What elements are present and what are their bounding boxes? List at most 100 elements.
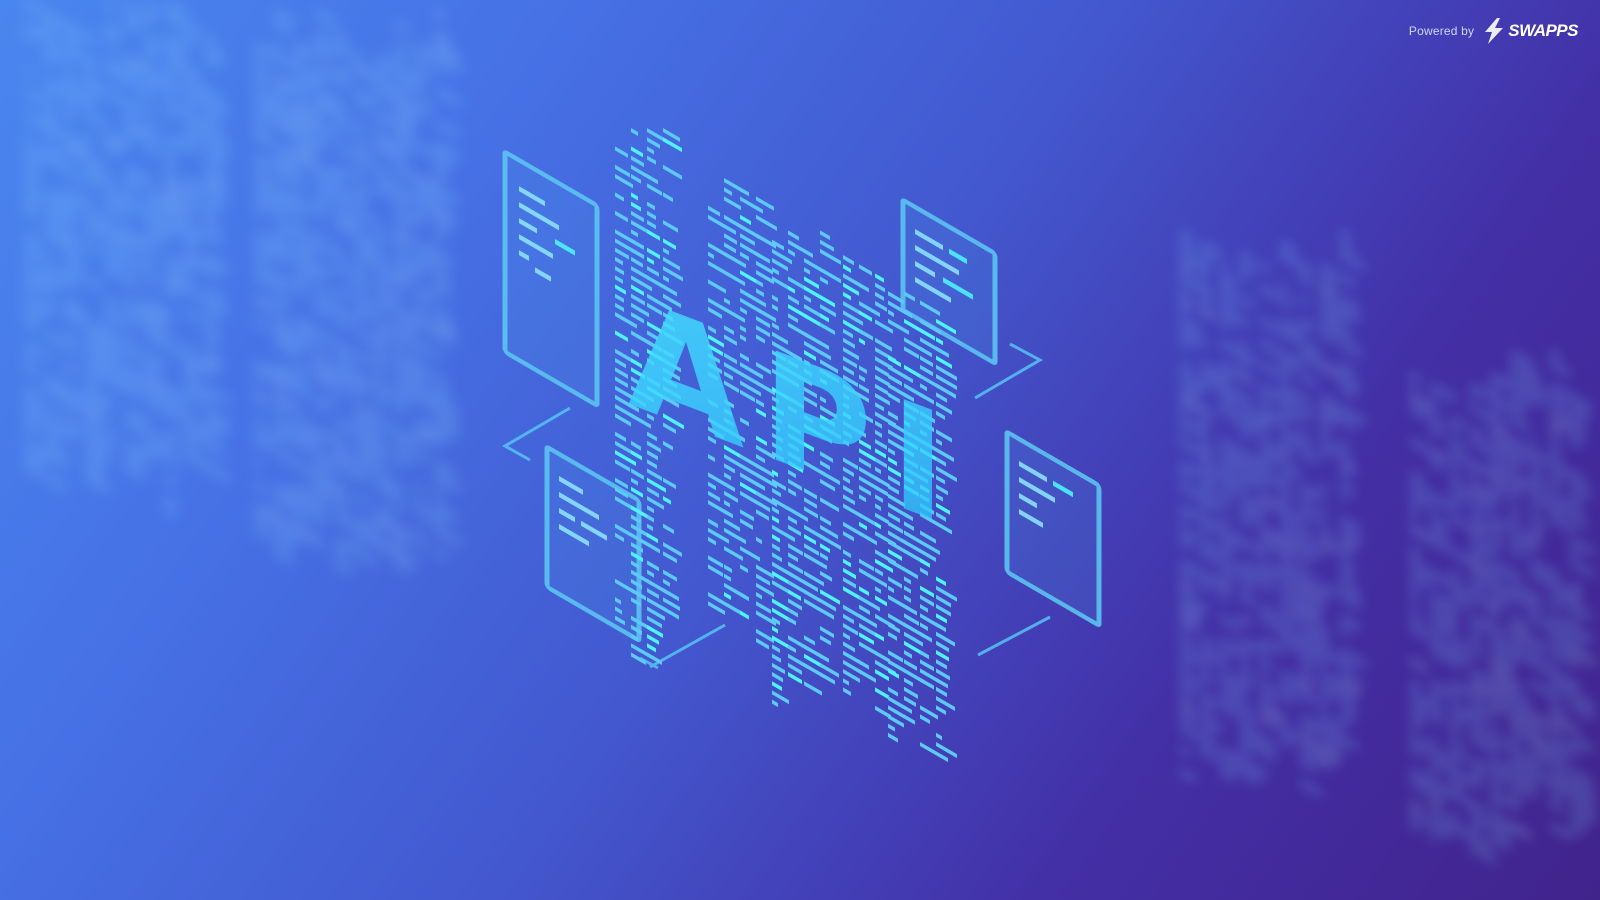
- code-dash: [859, 641, 877, 656]
- code-dash: [920, 548, 936, 563]
- code-dash: [772, 488, 781, 498]
- code-dash: [295, 219, 306, 230]
- code-dash: [615, 238, 636, 255]
- code-dash: [335, 362, 361, 382]
- code-dash: [772, 414, 782, 425]
- code-dash: [415, 54, 428, 66]
- code-dash: [772, 690, 789, 705]
- code-dash: [663, 440, 673, 451]
- code-dash: [1240, 658, 1249, 669]
- code-dash: [1240, 361, 1247, 371]
- code-dash: [25, 243, 49, 261]
- code-dash: [275, 196, 299, 215]
- code-dash: [859, 328, 873, 341]
- document-panel-top-right: [900, 198, 998, 365]
- code-dash: [395, 131, 414, 146]
- code-dash: [631, 376, 639, 386]
- code-dash: [165, 265, 189, 283]
- code-dash: [1490, 481, 1508, 497]
- code-dash: [1240, 273, 1246, 282]
- code-dash: [185, 176, 204, 192]
- code-dash: [1280, 504, 1298, 520]
- code-dash: [275, 395, 295, 411]
- code-dash: [45, 22, 56, 34]
- code-dash: [1300, 680, 1313, 693]
- code-dash: [275, 317, 289, 331]
- code-dash: [275, 285, 283, 294]
- code-dash: [647, 376, 660, 388]
- code-dash: [125, 67, 139, 80]
- code-dash: [415, 340, 433, 355]
- code-dash: [105, 177, 116, 188]
- code-dash: [647, 210, 656, 220]
- code-dash: [315, 284, 329, 298]
- powered-by-badge[interactable]: Powered by SWAPPS: [1409, 16, 1578, 46]
- code-dash: [904, 364, 921, 379]
- code-dash: [1510, 448, 1528, 464]
- code-dash: [1470, 668, 1488, 684]
- code-dash: [615, 247, 629, 260]
- code-dash: [788, 506, 808, 522]
- code-dash: [375, 119, 383, 129]
- code-dash: [904, 548, 925, 565]
- code-dash: [45, 232, 68, 250]
- code-dash: [255, 186, 279, 204]
- code-dash: [647, 127, 667, 144]
- code-dash: [1240, 725, 1265, 744]
- brand-logo[interactable]: SWAPPS: [1482, 17, 1578, 45]
- code-dash: [772, 662, 785, 675]
- code-dash: [820, 543, 830, 553]
- code-dash: [1180, 604, 1201, 621]
- code-dash: [375, 329, 391, 343]
- code-dash: [1530, 735, 1556, 755]
- code-dash: [435, 372, 446, 384]
- code-dash: [1280, 515, 1299, 531]
- code-dash: [1570, 658, 1579, 668]
- code-dash: [335, 505, 348, 517]
- code-dash: [843, 586, 860, 601]
- code-dash: [435, 417, 460, 436]
- code-dash: [1430, 702, 1443, 714]
- code-dash: [1240, 372, 1252, 384]
- code-dash: [920, 355, 933, 368]
- code-dash: [859, 301, 880, 318]
- code-dash: [756, 334, 765, 344]
- code-dash: [1490, 680, 1514, 698]
- code-dash: [275, 241, 298, 259]
- code-dash: [724, 251, 741, 266]
- code-dash: [375, 131, 394, 146]
- code-dash: [1320, 307, 1341, 324]
- code-dash: [1410, 691, 1436, 711]
- code-dash: [1410, 482, 1431, 499]
- code-dash: [165, 133, 185, 149]
- code-dash: [415, 351, 421, 359]
- code-dash: [435, 164, 449, 177]
- code-dash: [708, 472, 724, 486]
- code-dash: [663, 293, 681, 308]
- code-dash: [843, 484, 853, 495]
- code-dash: [920, 622, 928, 632]
- code-dash: [1320, 681, 1346, 701]
- code-dash: [888, 512, 900, 523]
- code-dash: [1550, 614, 1575, 633]
- code-dash: [25, 66, 32, 76]
- code-dash: [1510, 537, 1534, 555]
- code-dash: [335, 549, 345, 559]
- code-dash: [355, 285, 367, 296]
- code-dash: [395, 208, 421, 228]
- code-dash: [1450, 570, 1460, 580]
- code-dash: [820, 359, 838, 374]
- code-dash: [631, 450, 642, 461]
- code-dash: [375, 65, 389, 78]
- code-dash: [65, 243, 80, 256]
- code-dash: [335, 76, 351, 90]
- code-dash: [275, 527, 299, 545]
- code-dash: [255, 208, 263, 217]
- code-dash: [724, 178, 742, 193]
- code-dash: [295, 43, 311, 57]
- code-dash: [1260, 361, 1278, 377]
- code-dash: [843, 264, 851, 273]
- code-dash: [1550, 515, 1574, 533]
- code-dash: [1240, 427, 1251, 439]
- code-dash: [25, 407, 40, 421]
